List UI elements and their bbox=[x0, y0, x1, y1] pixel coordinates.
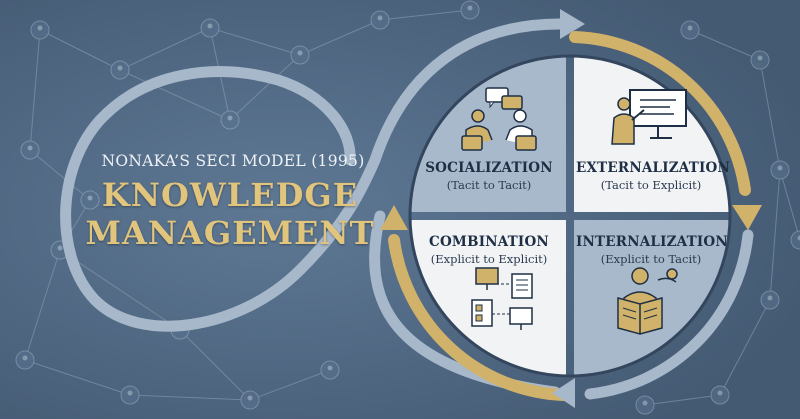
network-link bbox=[644, 394, 721, 406]
network-link bbox=[119, 69, 231, 121]
network-person-head bbox=[57, 245, 63, 251]
presenter-whiteboard-icon bbox=[611, 89, 687, 145]
gold-arrow-left bbox=[380, 205, 408, 230]
quadrant-grid bbox=[410, 56, 730, 376]
network-link bbox=[779, 169, 800, 241]
network-link bbox=[119, 27, 211, 71]
network-person-head bbox=[717, 390, 723, 396]
network-person-head bbox=[227, 115, 233, 121]
internalization-label: INTERNALIZATION (Explicit to Tacit) bbox=[576, 234, 728, 266]
network-node-icon bbox=[790, 230, 800, 250]
title-line-2: MANAGEMENT bbox=[85, 214, 375, 252]
network-link bbox=[59, 249, 181, 331]
network-person-head bbox=[127, 390, 133, 396]
externalization-sub: (Tacit to Explicit) bbox=[600, 178, 702, 192]
network-link bbox=[29, 29, 41, 151]
network-person-head bbox=[247, 395, 253, 401]
network-person-head bbox=[467, 5, 473, 11]
two-people-talking-icon bbox=[461, 87, 537, 151]
network-link bbox=[24, 249, 61, 361]
socialization-name: SOCIALIZATION bbox=[425, 160, 553, 176]
network-link bbox=[249, 369, 331, 401]
network-person-head bbox=[27, 145, 33, 151]
network-person-head bbox=[642, 400, 648, 406]
computers-documents-network-icon bbox=[471, 267, 533, 330]
title-line-1: KNOWLEDGE bbox=[101, 176, 359, 214]
socialization-label: SOCIALIZATION (Tacit to Tacit) bbox=[414, 160, 564, 192]
socialization-sub: (Tacit to Tacit) bbox=[446, 178, 532, 192]
network-link bbox=[719, 299, 771, 396]
background-network bbox=[15, 0, 800, 415]
network-person-head bbox=[777, 165, 783, 171]
network-link bbox=[759, 59, 781, 171]
infinity-loop bbox=[60, 18, 566, 332]
combination-name: COMBINATION bbox=[429, 234, 549, 250]
network-person-head bbox=[207, 23, 213, 29]
combination-sub: (Explicit to Explicit) bbox=[430, 252, 548, 266]
network-person-head bbox=[757, 55, 763, 61]
network-person-head bbox=[37, 25, 43, 31]
network-person-head bbox=[87, 195, 93, 201]
network-link bbox=[689, 29, 761, 61]
network-link bbox=[129, 394, 251, 401]
network-person-head bbox=[297, 50, 303, 56]
model-subtitle: NONAKA’S SECI MODEL (1995) bbox=[101, 152, 365, 170]
internalization-sub: (Explicit to Tacit) bbox=[600, 252, 702, 266]
network-link bbox=[769, 169, 781, 301]
network-link bbox=[24, 359, 131, 396]
internalization-name: INTERNALIZATION bbox=[576, 234, 728, 250]
blue-arrow-bottom bbox=[552, 378, 575, 408]
network-link bbox=[179, 329, 251, 401]
combination-label: COMBINATION (Explicit to Explicit) bbox=[414, 234, 564, 266]
network-person-head bbox=[767, 295, 773, 301]
network-person-head bbox=[117, 65, 123, 71]
network-person-head bbox=[377, 15, 383, 21]
gold-arrow-right bbox=[732, 205, 762, 230]
network-link bbox=[379, 9, 471, 21]
network-person-head bbox=[687, 25, 693, 31]
gold-arc-left bbox=[388, 234, 569, 401]
network-person-head bbox=[797, 235, 800, 241]
quadrant-ring bbox=[408, 54, 732, 378]
externalization-name: EXTERNALIZATION bbox=[576, 160, 730, 176]
network-link bbox=[29, 149, 91, 201]
externalization-label: EXTERNALIZATION (Tacit to Explicit) bbox=[576, 160, 730, 192]
gold-arc-right bbox=[569, 31, 751, 196]
network-link bbox=[39, 29, 121, 71]
blue-arc-right-lower bbox=[584, 229, 754, 400]
network-person-head bbox=[327, 365, 333, 371]
blue-arrow-top bbox=[560, 9, 585, 39]
network-link bbox=[209, 27, 301, 56]
person-reading-book-icon bbox=[617, 267, 678, 335]
network-person-head bbox=[22, 355, 28, 361]
network-link bbox=[299, 19, 381, 56]
network-link bbox=[229, 54, 301, 121]
